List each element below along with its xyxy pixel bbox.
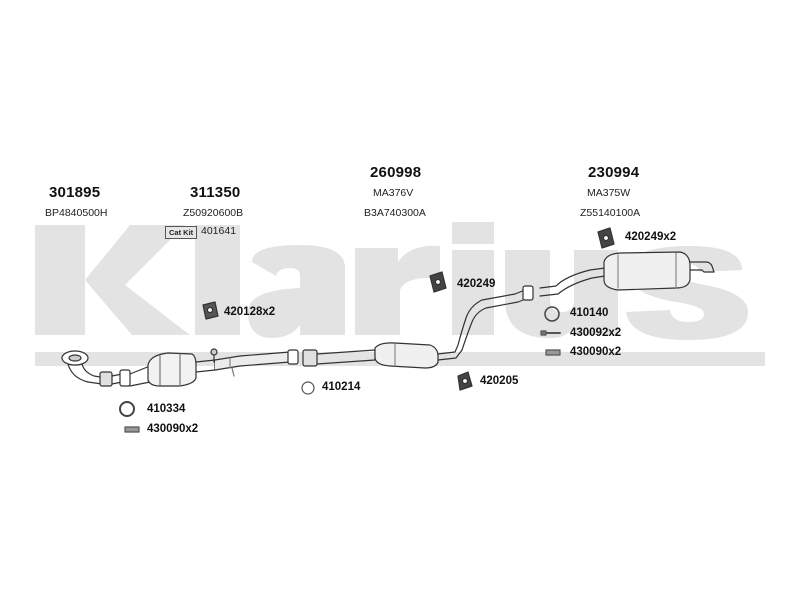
part-number-260998: 260998 xyxy=(370,164,422,181)
rear-silencer-part xyxy=(539,251,715,297)
cat-kit-number: 401641 xyxy=(201,225,237,237)
bolt-icon xyxy=(540,330,561,336)
fitting-label-420128x2: 420128x2 xyxy=(224,306,276,318)
front-downpipe-part xyxy=(61,350,131,387)
cat-kit-badge: Cat Kit xyxy=(165,226,198,239)
part-code-z50920600b: Z50920600B xyxy=(183,207,244,219)
ring-gasket-icon xyxy=(119,401,135,417)
fitting-label-410214: 410214 xyxy=(322,381,361,393)
rubber-mount-icon xyxy=(457,371,473,391)
fitting-label-420249x2: 420249x2 xyxy=(625,231,677,243)
part-number-301895: 301895 xyxy=(49,184,101,201)
rubber-mount-icon xyxy=(202,301,219,320)
part-code-ma375w: MA375W xyxy=(587,187,631,199)
fitting-label-420205: 420205 xyxy=(480,375,519,387)
fitting-label-410334: 410334 xyxy=(147,403,186,415)
part-code-z55140100a: Z55140100A xyxy=(580,207,641,219)
centre-silencer-part xyxy=(302,285,534,369)
part-number-311350: 311350 xyxy=(190,184,241,201)
ring-gasket-icon xyxy=(301,381,315,395)
fitting-label-420249: 420249 xyxy=(457,278,496,290)
part-code-bp4840500h: BP4840500H xyxy=(45,207,108,219)
fitting-label-410140: 410140 xyxy=(570,307,609,319)
fitting-label-430090x2-left: 430090x2 xyxy=(147,423,199,435)
rubber-mount-icon xyxy=(597,227,615,249)
part-code-ma376v: MA376V xyxy=(373,187,414,199)
bolt-icon xyxy=(545,349,561,356)
catalytic-converter-part xyxy=(129,348,299,387)
ring-gasket-icon xyxy=(544,306,560,322)
fitting-label-430092x2: 430092x2 xyxy=(570,327,622,339)
part-number-230994: 230994 xyxy=(588,164,640,181)
rubber-mount-icon xyxy=(429,271,447,293)
part-code-b3a740300a: B3A740300A xyxy=(364,207,426,219)
fitting-label-430090x2-right: 430090x2 xyxy=(570,346,622,358)
bolt-icon xyxy=(124,426,140,433)
